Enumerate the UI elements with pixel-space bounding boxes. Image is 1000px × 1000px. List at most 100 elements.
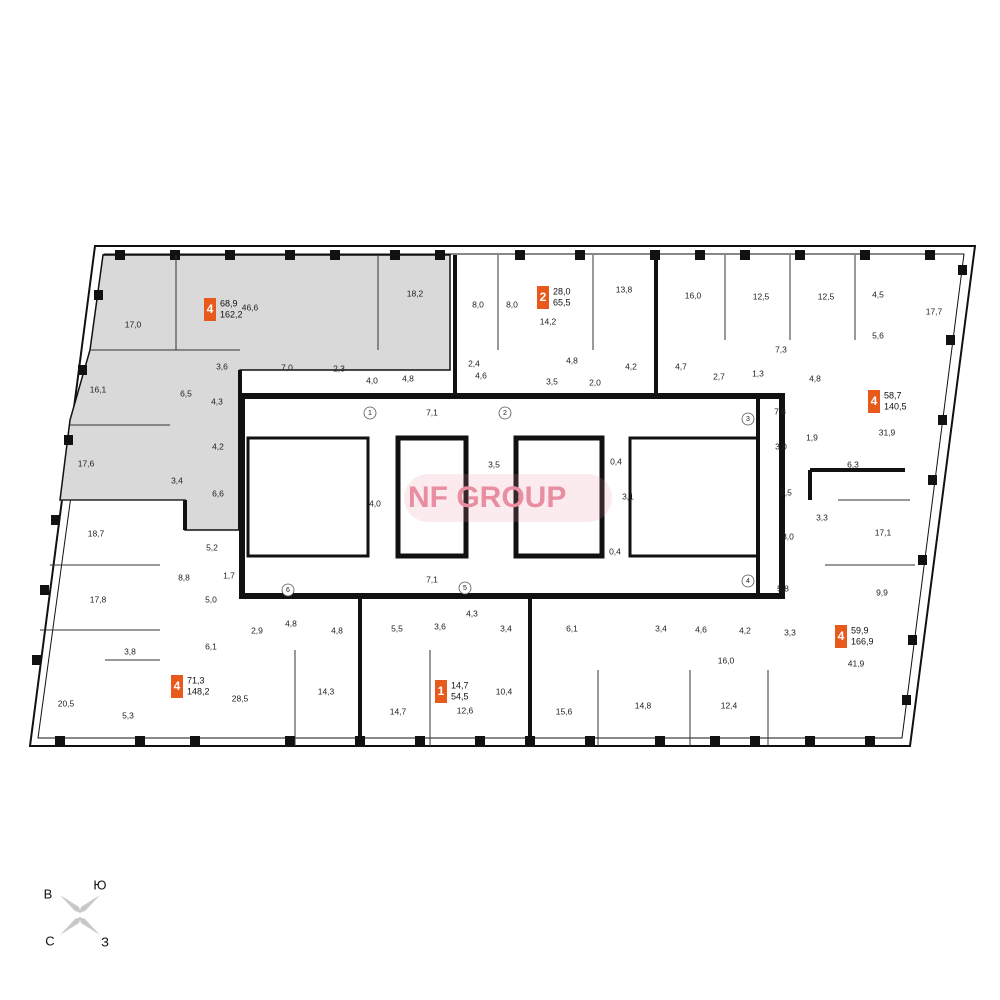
room-area: 14,2 [540,316,557,326]
window-pier [575,250,585,260]
room-area: 4,8 [402,373,414,383]
rooms-count: 4 [871,394,878,408]
window-pier [938,415,947,425]
room-area: 12,5 [818,291,835,301]
window-pier [958,265,967,275]
room-area: 5,8 [777,583,789,593]
room-area: 13,8 [616,284,633,294]
entrance-marker [281,583,295,597]
window-pier [865,736,875,746]
building-outline [28,245,977,747]
rooms-count: 1 [438,684,445,698]
logo-text: NF GROUP [408,481,566,514]
entrance-number: 4 [746,578,750,585]
rooms-count: 4 [838,629,845,643]
room-area: 3,5 [546,376,558,386]
room-area: 17,0 [125,319,142,329]
window-pier [795,250,805,260]
room-area: 5,3 [122,710,134,720]
room-area: 2,7 [713,371,725,381]
room-area: 2,0 [589,377,601,387]
room-area: 3,0 [782,531,794,541]
living-area: 28,0 [553,286,571,296]
window-pier [64,435,73,445]
room-area: 17,6 [78,458,95,468]
room-area: 12,6 [457,705,474,715]
room-area: 8,0 [506,299,518,309]
room-area: 20,5 [58,698,75,708]
room-area: 4,2 [625,361,637,371]
structural-walls [183,255,905,746]
window-pier [32,655,41,665]
room-area: 5,0 [205,594,217,604]
room-area: 4,3 [211,396,223,406]
window-pier [928,475,937,485]
room-area: 4,8 [566,355,578,365]
window-pier [78,365,87,375]
window-pier [655,736,665,746]
room-area: 7,0 [281,362,293,372]
total-area: 162,2 [220,309,243,319]
window-pier [925,250,935,260]
compass-rose: В Ю С З [44,877,109,949]
window-pier [285,250,295,260]
window-pier [135,736,145,746]
room-area: 9,9 [876,587,888,597]
room-area: 7,8 [774,406,786,416]
room-area: 4,3 [466,608,478,618]
room-area: 4,8 [809,373,821,383]
window-pier [805,736,815,746]
window-piers [32,250,967,746]
room-area: 3,8 [124,646,136,656]
room-area: 6,6 [212,488,224,498]
room-area: 5,2 [206,542,218,552]
room-area: 2,4 [468,358,480,368]
room-area: 4,8 [331,625,343,635]
total-area: 54,5 [451,691,469,701]
total-area: 148,2 [187,686,210,696]
room-area: 3,3 [816,512,828,522]
entrance-number: 5 [463,585,467,592]
room-area: 14,3 [318,686,335,696]
window-pier [415,736,425,746]
window-pier [225,250,235,260]
entrance-marker [741,574,755,588]
window-pier [695,250,705,260]
room-area: 4,2 [739,625,751,635]
room-area: 15,6 [556,706,573,716]
room-area: 3,5 [488,459,500,469]
window-pier [55,736,65,746]
rooms-count-box [204,298,216,321]
room-area: 4,0 [369,498,381,508]
room-area: 10,4 [496,686,513,696]
room-area: 17,7 [926,306,943,316]
entrance-number: 6 [286,587,290,594]
entrance-number: 2 [503,410,507,417]
room-area: 1,3 [752,368,764,378]
rooms-count: 2 [540,290,547,304]
room-area: 7,1 [426,407,438,417]
room-area: 7,3 [775,344,787,354]
room-area: 46,6 [242,302,259,312]
window-pier [51,515,60,525]
room-area: 16,0 [718,655,735,665]
room-area: 6,5 [180,388,192,398]
window-pier [908,635,917,645]
room-area: 1,7 [223,570,235,580]
room-area: 16,1 [90,384,107,394]
compass-south: Ю [93,877,106,892]
room-area: 14,7 [390,706,407,716]
room-area: 6,3 [847,459,859,469]
room-area: 2,3 [333,363,345,373]
room-area: 41,9 [848,658,865,668]
room-area: 17,1 [875,527,892,537]
window-pier [585,736,595,746]
